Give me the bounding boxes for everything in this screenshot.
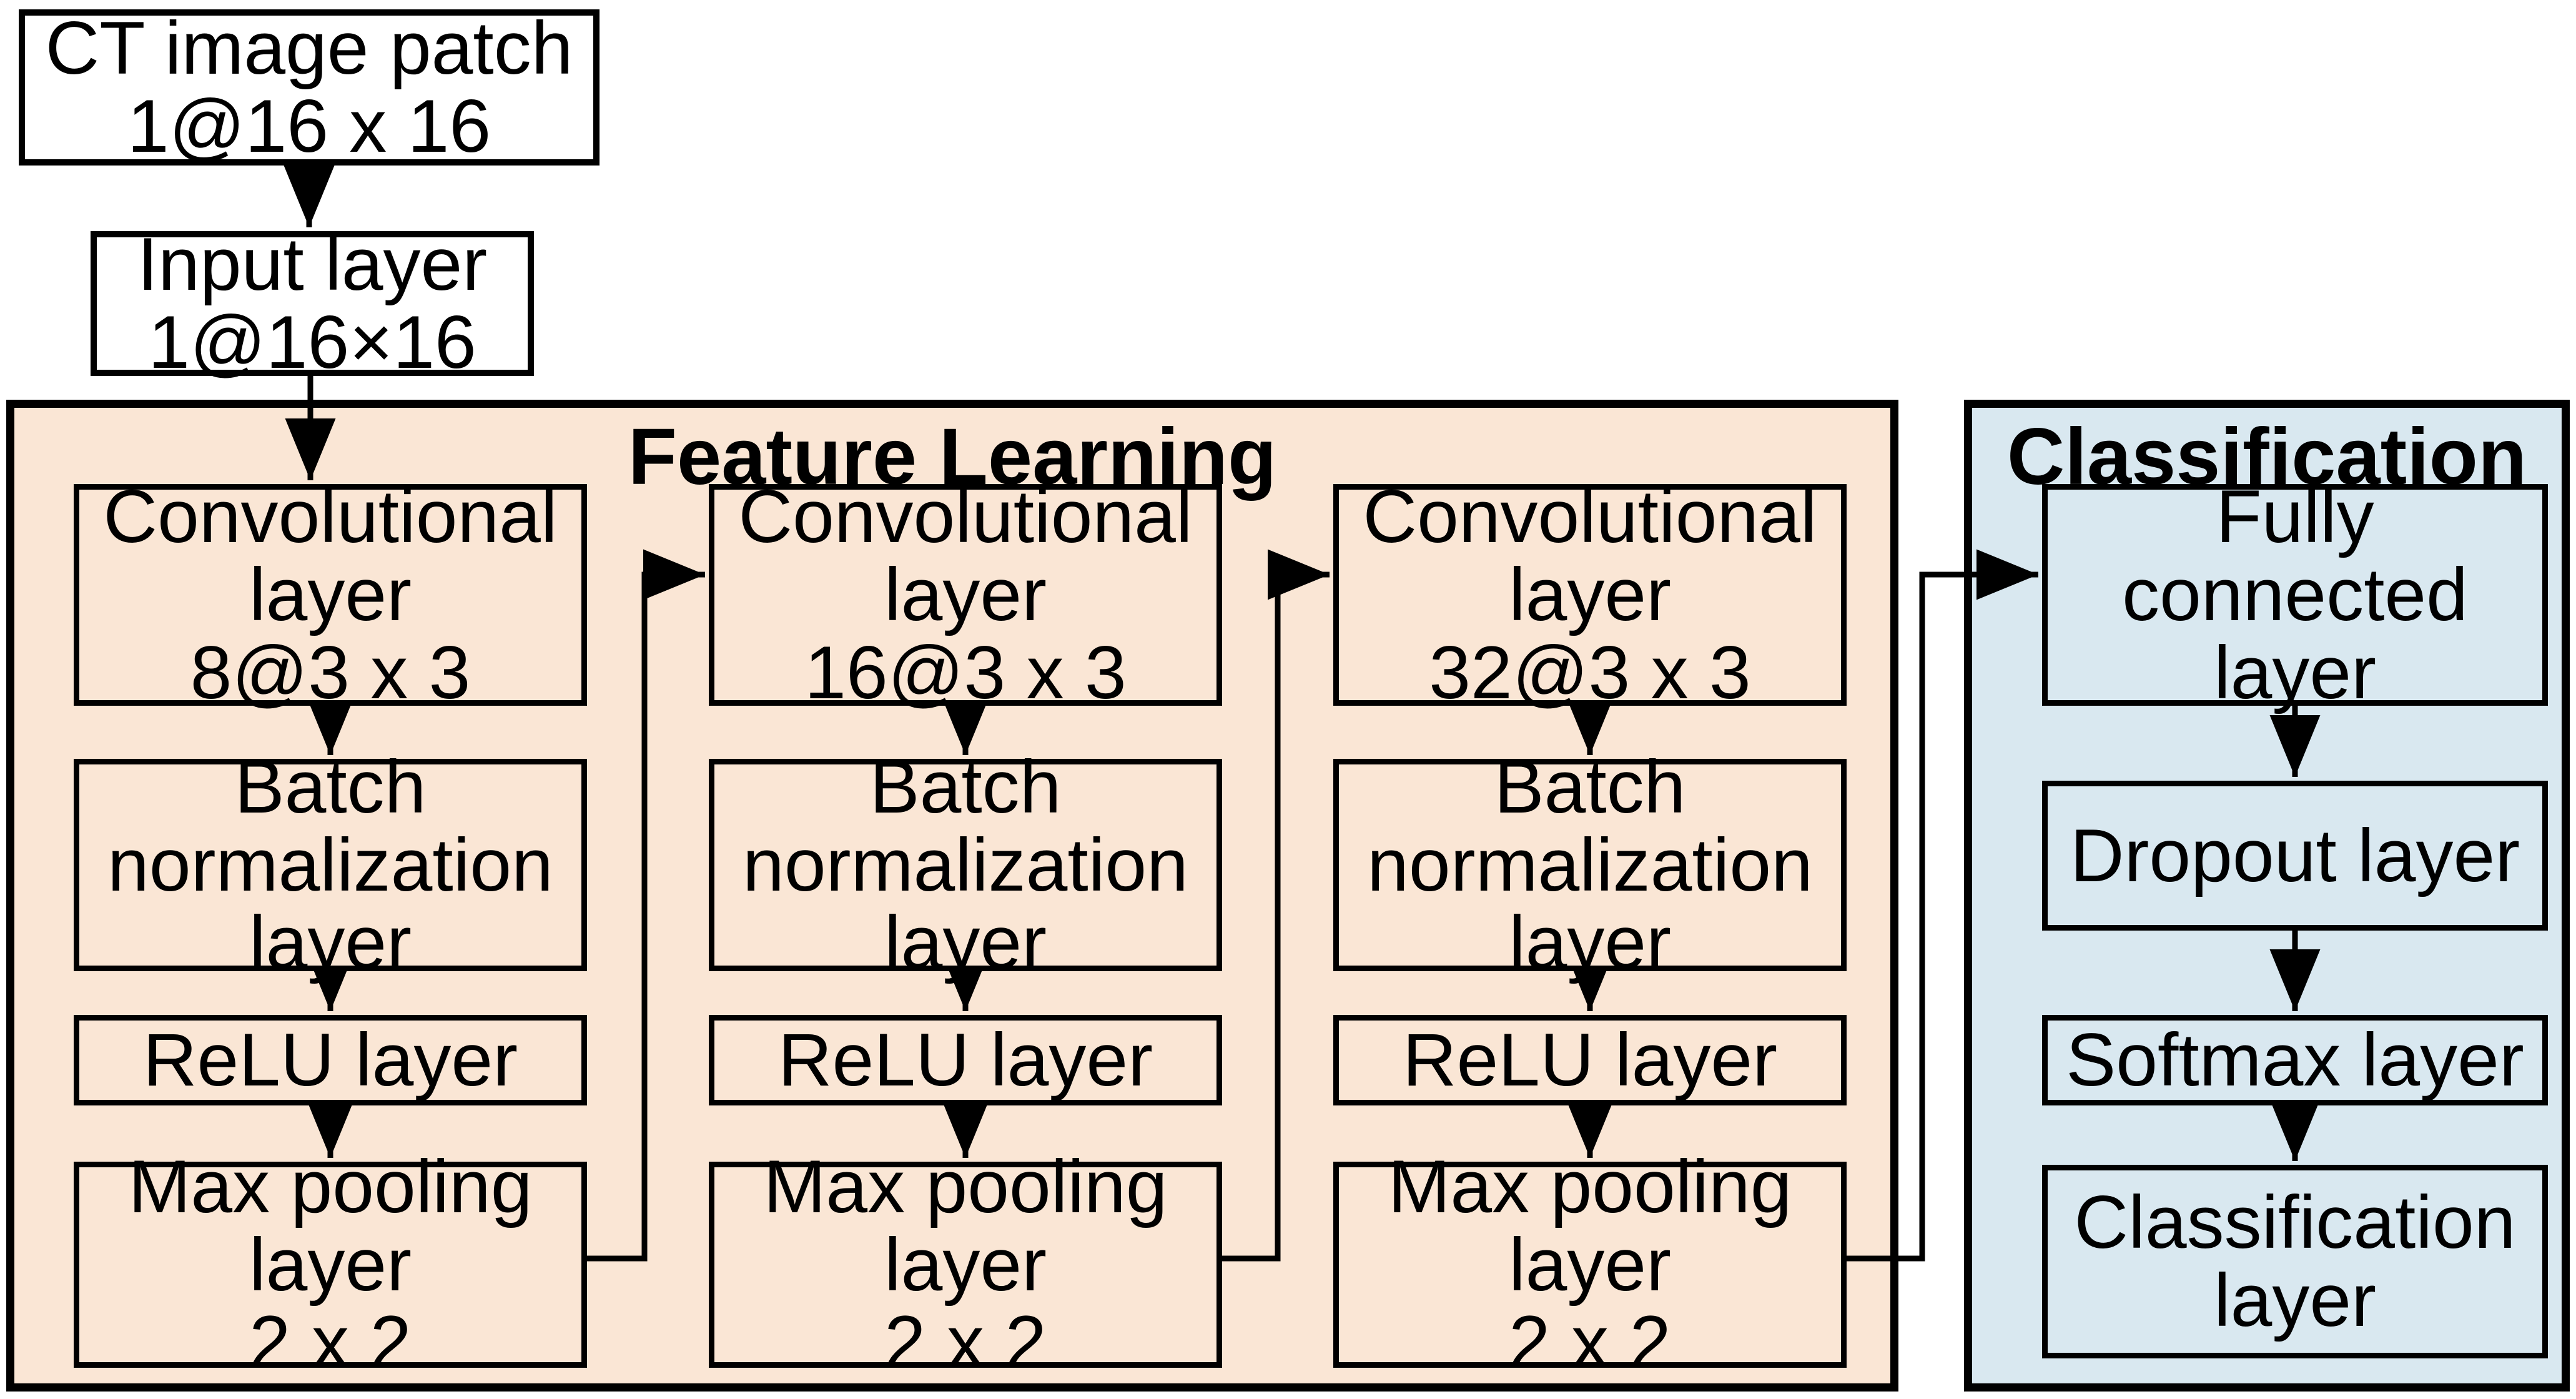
ct-image-patch-box: CT image patch 1@16 x 16 <box>19 9 600 166</box>
classification-layer-box: Classification layer <box>2042 1165 2548 1358</box>
dropout-layer-box: Dropout layer <box>2042 781 2548 931</box>
conv-layer-3-box: Convolutional layer 32@3 x 3 <box>1333 478 1847 711</box>
input-layer-box: Input layer 1@16×16 <box>91 225 534 381</box>
softmax-layer-box: Softmax layer <box>2042 1015 2548 1105</box>
max-pooling-2-box: Max pooling layer 2 x 2 <box>709 1147 1222 1382</box>
conv-layer-2-box: Convolutional layer 16@3 x 3 <box>709 478 1222 711</box>
relu-layer-1-box: ReLU layer <box>74 1015 587 1105</box>
classification-title: Classification <box>2006 412 2527 502</box>
batch-norm-1-box: Batch normalization layer <box>74 748 587 982</box>
relu-layer-3-box: ReLU layer <box>1333 1015 1847 1105</box>
feature-learning-title: Feature Learning <box>628 412 1277 502</box>
max-pooling-3-box: Max pooling layer 2 x 2 <box>1333 1147 1847 1382</box>
batch-norm-2-box: Batch normalization layer <box>709 748 1222 982</box>
conv-layer-1-box: Convolutional layer 8@3 x 3 <box>74 478 587 711</box>
relu-layer-2-box: ReLU layer <box>709 1015 1222 1105</box>
batch-norm-3-box: Batch normalization layer <box>1333 748 1847 982</box>
fully-connected-layer-box: Fully connected layer <box>2042 478 2548 711</box>
max-pooling-1-box: Max pooling layer 2 x 2 <box>74 1147 587 1382</box>
